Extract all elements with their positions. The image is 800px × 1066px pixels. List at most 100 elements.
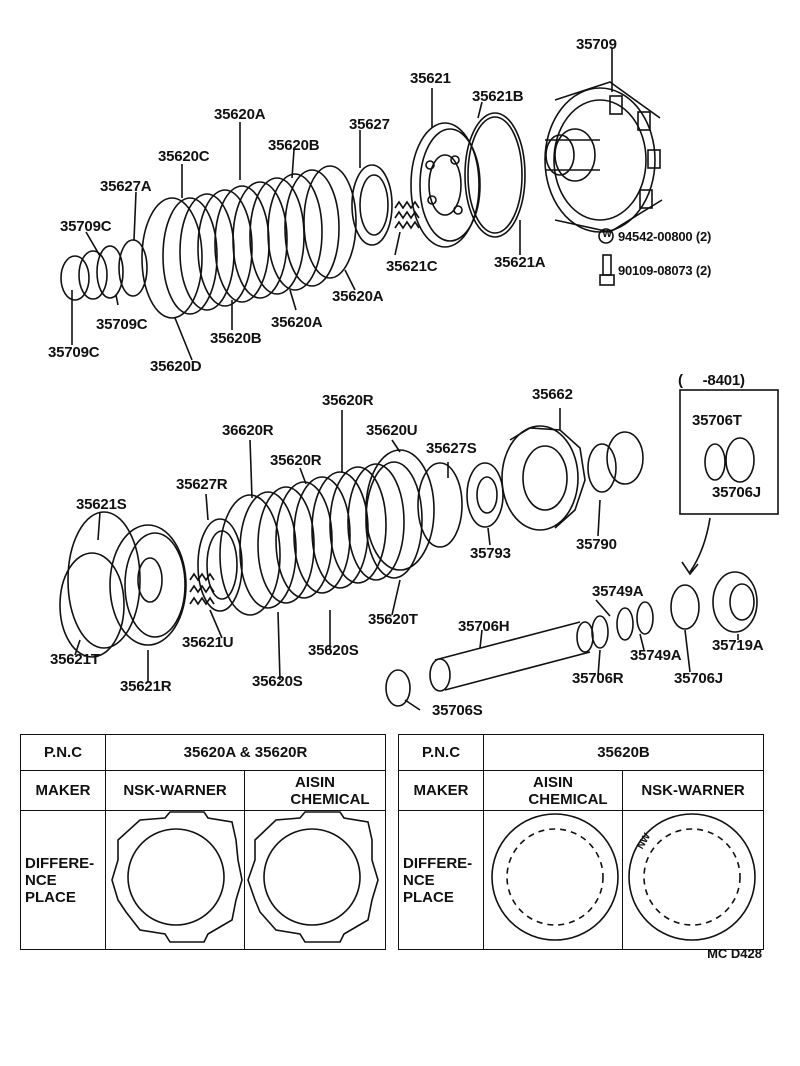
shaft-35706H bbox=[429, 621, 594, 692]
plate-35793 bbox=[466, 462, 504, 528]
bolt-icon bbox=[599, 254, 615, 286]
plate-35627 bbox=[351, 164, 393, 246]
inset-arrow bbox=[681, 517, 711, 576]
label-35719A: 35719A bbox=[712, 637, 764, 654]
pnc-label: P.N.C bbox=[398, 734, 484, 771]
maker-nsk-warner: NSK-WARNER bbox=[622, 770, 764, 811]
label-35627R: 35627R bbox=[176, 476, 228, 493]
gear-35719A bbox=[712, 571, 758, 633]
label-35620U: 35620U bbox=[366, 422, 418, 439]
ring-35620U bbox=[365, 449, 435, 571]
label-35620B-top: 35620B bbox=[268, 137, 320, 154]
label-35620A-bot: 35620A bbox=[271, 314, 323, 331]
diff-line-3: PLACE bbox=[403, 888, 454, 906]
inset-box bbox=[679, 389, 779, 515]
label-35620S-b: 35620S bbox=[252, 673, 303, 690]
pnc-value: 35620A & 35620R bbox=[105, 734, 386, 771]
plate-35627R bbox=[197, 518, 243, 612]
ring-35621T bbox=[59, 552, 125, 658]
label-35627A: 35627A bbox=[100, 178, 152, 195]
label-35709C-c: 35709C bbox=[48, 344, 100, 361]
label-35662: 35662 bbox=[532, 386, 573, 403]
plate-cell-nsk bbox=[622, 810, 764, 950]
maker-label: MAKER bbox=[398, 770, 484, 811]
piston-35621 bbox=[410, 122, 481, 248]
diff-line-1: DIFFERE- bbox=[403, 854, 473, 872]
comparison-table-left: P.N.C 35620A & 35620R MAKER NSK-WARNER A… bbox=[20, 734, 386, 950]
label-35620R-mid: 35620R bbox=[270, 452, 322, 469]
label-35621B: 35621B bbox=[472, 88, 524, 105]
maker-aisin: AISIN bbox=[532, 773, 573, 791]
maker-chemical: CHEMICAL bbox=[528, 790, 608, 808]
label-35706J-lower: 35706J bbox=[674, 670, 723, 687]
diagram-code: MC D428 bbox=[707, 946, 762, 961]
drum-35709 bbox=[544, 81, 663, 233]
label-35706R: 35706R bbox=[572, 670, 624, 687]
label-35706S: 35706S bbox=[432, 702, 483, 719]
difference-place-label: DIFFERE- NCE PLACE bbox=[398, 810, 484, 950]
label-35621U: 35621U bbox=[182, 634, 234, 651]
ring-35749A-2 bbox=[636, 601, 654, 635]
inset-range-label: ( -8401) bbox=[678, 372, 745, 389]
ring-35706S bbox=[385, 669, 411, 707]
ring-35709C-2 bbox=[78, 250, 108, 300]
label-35621A: 35621A bbox=[494, 254, 546, 271]
hub-35662 bbox=[501, 425, 586, 531]
pnc-value: 35620B bbox=[483, 734, 764, 771]
label-35620A-top: 35620A bbox=[214, 106, 266, 123]
maker-aisin-chemical: AISIN CHEMICAL bbox=[483, 770, 623, 811]
maker-nsk-warner: NSK-WARNER bbox=[105, 770, 245, 811]
label-35709C-b: 35709C bbox=[96, 316, 148, 333]
bearing-35790 bbox=[587, 443, 617, 493]
washer-symbol bbox=[598, 228, 614, 244]
label-35621: 35621 bbox=[410, 70, 451, 87]
pnc-label: P.N.C bbox=[20, 734, 106, 771]
label-35620B-bot: 35620B bbox=[210, 330, 262, 347]
maker-aisin-chemical: AISIN CHEMICAL bbox=[244, 770, 386, 811]
ring-35706R bbox=[591, 615, 609, 649]
ring-35749A-1 bbox=[616, 607, 634, 641]
label-bolt-part: 90109-08073 (2) bbox=[618, 263, 712, 278]
diff-line-2: NCE bbox=[403, 871, 435, 889]
plate-cell-aisin bbox=[483, 810, 623, 950]
label-35621C: 35621C bbox=[386, 258, 438, 275]
label-washer-part: 94542-00800 (2) bbox=[618, 229, 712, 244]
label-35749A-b: 35749A bbox=[630, 647, 682, 664]
maker-label: MAKER bbox=[20, 770, 106, 811]
maker-chemical: CHEMICAL bbox=[290, 790, 370, 808]
plate-cell-aisin bbox=[244, 810, 386, 950]
label-35621S: 35621S bbox=[76, 496, 127, 513]
label-35627S: 35627S bbox=[426, 440, 477, 457]
plate-cell-nsk bbox=[105, 810, 245, 950]
difference-place-label: DIFFERE- NCE PLACE bbox=[20, 810, 106, 950]
label-35706J-inset: 35706J bbox=[712, 484, 761, 501]
washer-symbol-label: W bbox=[602, 229, 612, 240]
clutch-pack-upper bbox=[141, 165, 357, 319]
maker-aisin: AISIN bbox=[294, 773, 335, 791]
seal-ring-35621B bbox=[464, 112, 526, 238]
label-35709C-a: 35709C bbox=[60, 218, 112, 235]
label-35790: 35790 bbox=[576, 536, 617, 553]
label-35620T: 35620T bbox=[368, 611, 418, 628]
plate-35627S bbox=[417, 462, 463, 548]
label-35620C: 35620C bbox=[158, 148, 210, 165]
piston-35621R bbox=[109, 524, 187, 646]
label-35706T: 35706T bbox=[692, 412, 742, 429]
label-35620D: 35620D bbox=[150, 358, 202, 375]
diff-line-1: DIFFERE- bbox=[25, 854, 95, 872]
label-36620R: 36620R bbox=[222, 422, 274, 439]
label-35620A-mid: 35620A bbox=[332, 288, 384, 305]
label-35620S-a: 35620S bbox=[308, 642, 359, 659]
ring-35709C-3 bbox=[60, 255, 90, 301]
ring-35627A bbox=[118, 239, 148, 297]
clutch-pack-lower bbox=[219, 461, 423, 616]
comparison-table-right: P.N.C 35620B MAKER AISIN CHEMICAL NSK-WA… bbox=[398, 734, 764, 950]
label-35620R-top: 35620R bbox=[322, 392, 374, 409]
label-35706H: 35706H bbox=[458, 618, 510, 635]
ring-35621S bbox=[67, 511, 141, 649]
label-35621T: 35621T bbox=[50, 651, 100, 668]
label-35709: 35709 bbox=[576, 36, 617, 53]
diff-line-2: NCE bbox=[25, 871, 57, 889]
bearing-35706J bbox=[670, 584, 700, 630]
springs-35621C bbox=[394, 200, 420, 230]
